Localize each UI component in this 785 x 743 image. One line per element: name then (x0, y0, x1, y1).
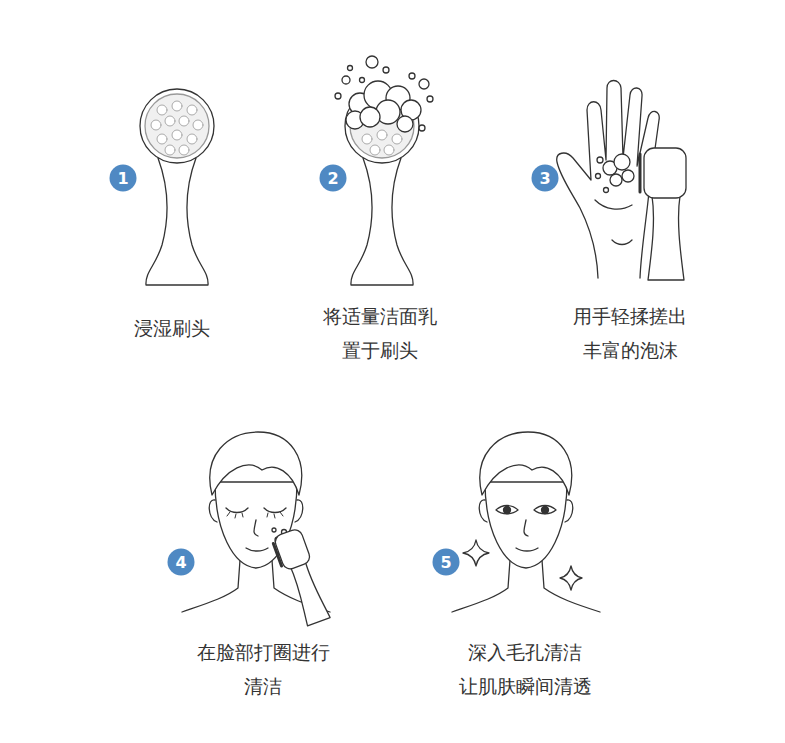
step-caption: 将适量洁面乳 置于刷头 (295, 299, 465, 367)
brush-wet (140, 89, 214, 285)
hand-lathering (557, 81, 686, 281)
step-caption: 浸湿刷头 (87, 311, 257, 345)
step-caption: 用手轻揉搓出 丰富的泡沫 (545, 299, 715, 367)
step-number: 1 (110, 165, 137, 192)
step-number: 3 (532, 165, 559, 192)
brush-with-cleanser (335, 56, 433, 285)
step-number: 4 (168, 549, 195, 576)
step-caption: 深入毛孔清洁 让肌肤瞬间清透 (440, 635, 610, 703)
step-number: 2 (320, 165, 347, 192)
face-clean (452, 432, 600, 612)
step-number: 5 (433, 549, 460, 576)
step-caption: 在脸部打圈进行 清洁 (178, 635, 348, 703)
face-cleaning (182, 432, 332, 627)
